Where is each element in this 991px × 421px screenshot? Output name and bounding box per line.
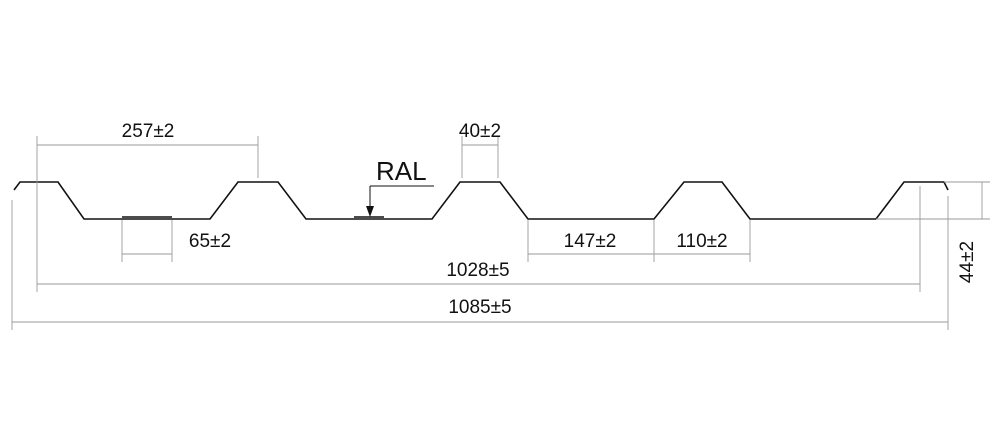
effective-width-text: 1028±5 xyxy=(446,260,509,281)
dimension-valley-stiffener: 65±2 xyxy=(121,220,231,262)
profile-height-text: 44±2 xyxy=(957,241,978,283)
dimension-rib-bottom: 110±2 xyxy=(654,220,751,262)
trapezoid-profile-outline xyxy=(13,181,949,220)
ral-arrow-icon xyxy=(366,206,374,217)
dimension-effective-width: 1028±5 xyxy=(36,186,921,292)
dimension-rib-pitch: 257±2 xyxy=(36,121,259,192)
rib-top-text: 40±2 xyxy=(459,121,501,142)
ral-label: RAL xyxy=(376,156,427,186)
dimension-profile-height: 44±2 xyxy=(876,181,990,283)
rib-pitch-text: 257±2 xyxy=(122,121,175,142)
valley-flat-text: 147±2 xyxy=(564,231,617,252)
dimension-valley-flat: 147±2 xyxy=(527,220,655,262)
dimension-rib-top: 40±2 xyxy=(459,121,501,178)
total-width-text: 1085±5 xyxy=(448,297,511,318)
rib-bottom-text: 110±2 xyxy=(676,231,727,252)
valley-stiffener-text: 65±2 xyxy=(189,231,231,252)
dimension-total-width: 1085±5 xyxy=(11,196,949,330)
ral-callout: RAL xyxy=(366,156,434,217)
